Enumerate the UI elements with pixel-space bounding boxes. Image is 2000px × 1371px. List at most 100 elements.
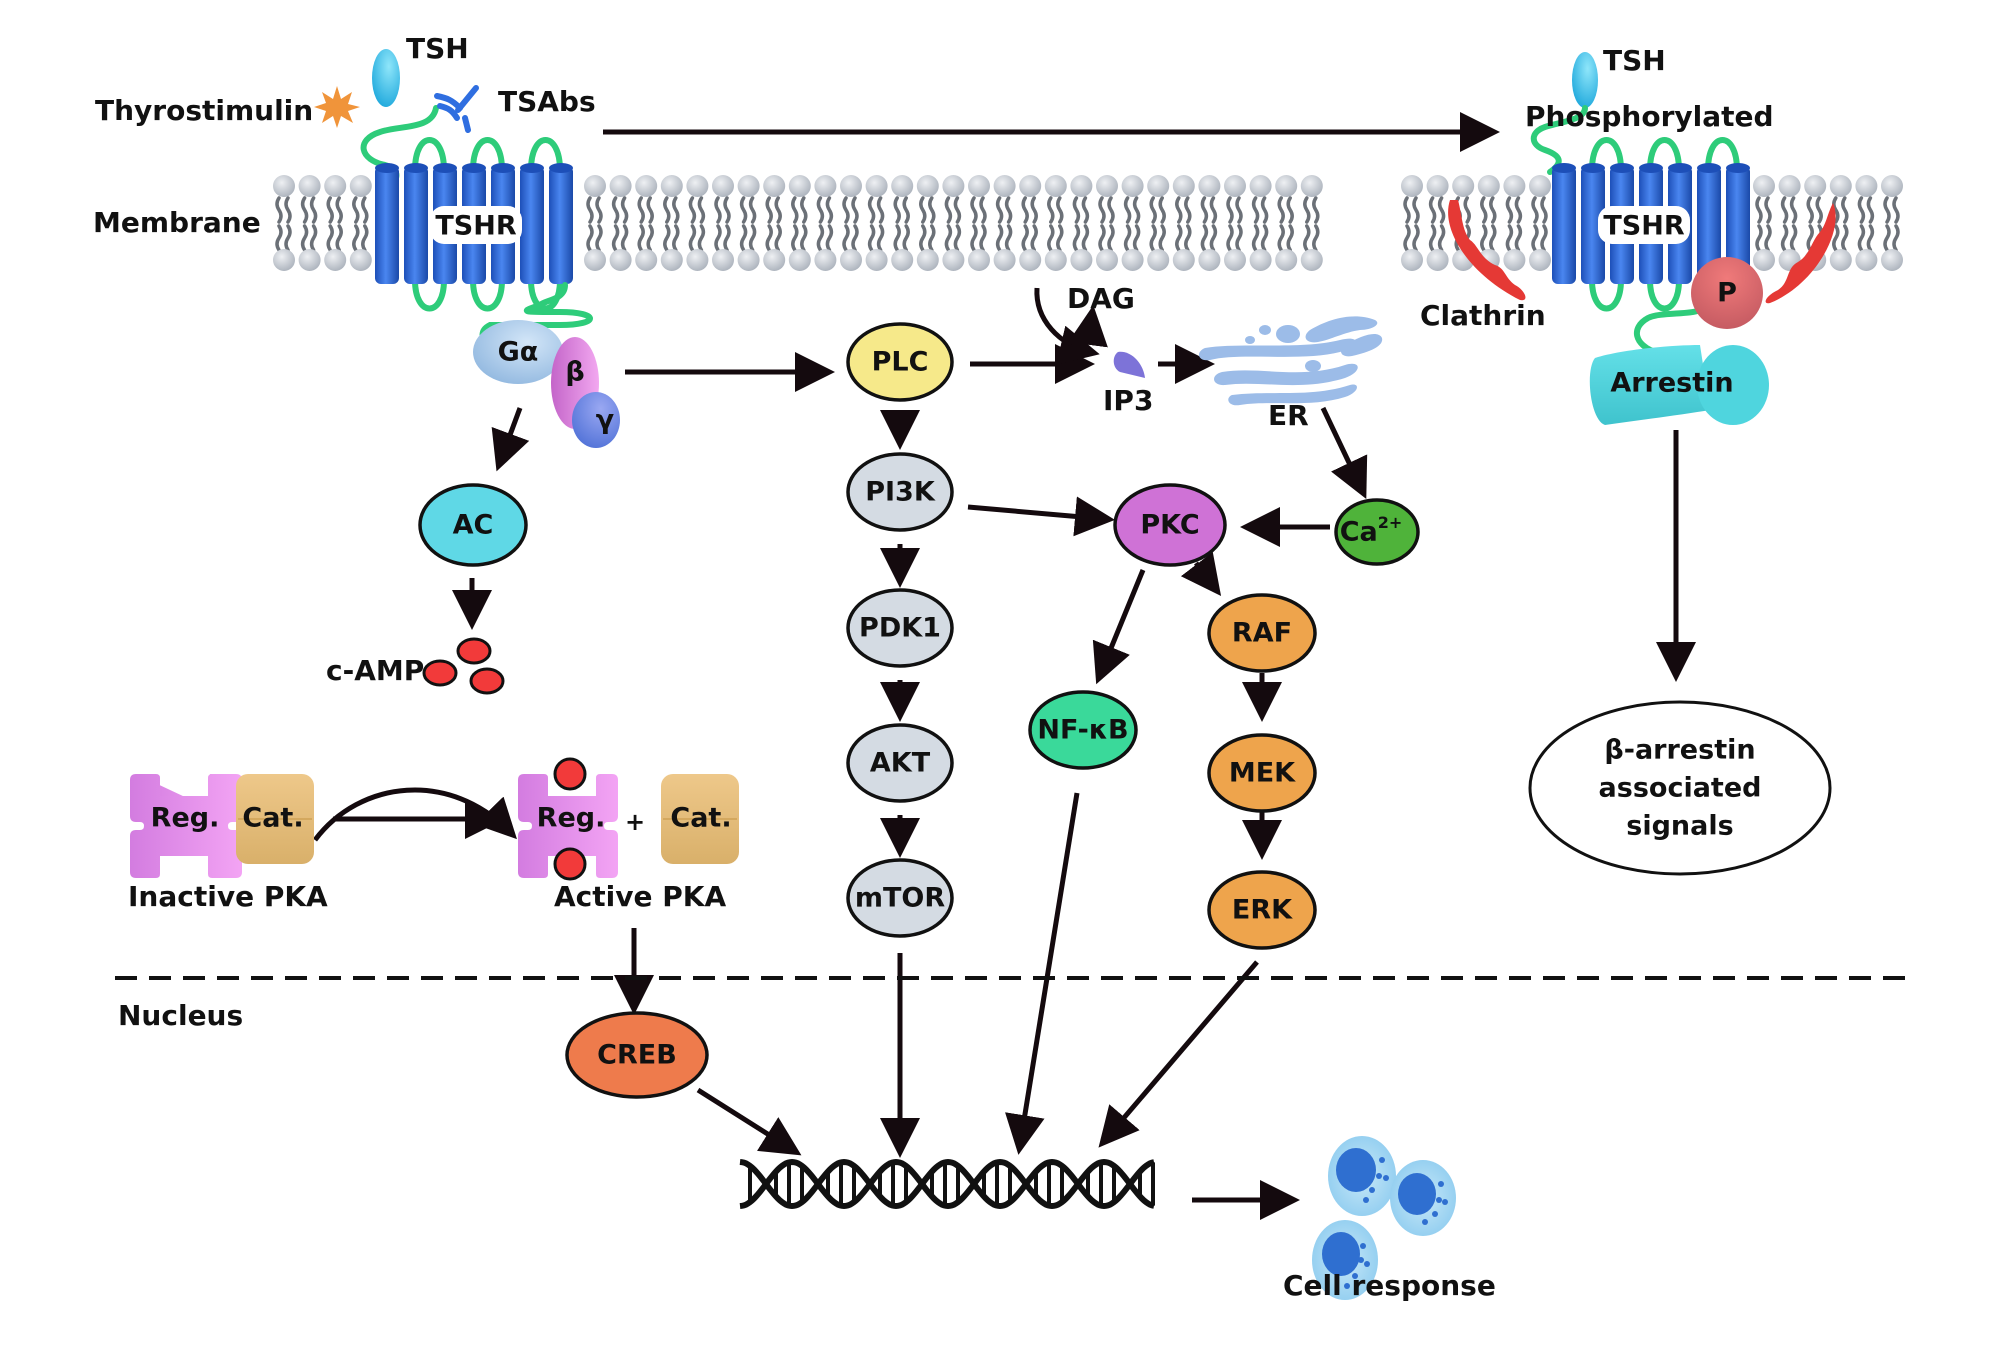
lipid-molecule — [993, 175, 1016, 271]
active-pka-label: Active PKA — [554, 880, 726, 913]
beta-arrestin-signals-node — [1528, 700, 1832, 876]
lipid-molecule — [349, 175, 372, 271]
arrow-er-to-ca — [1320, 406, 1368, 500]
lipid-molecule — [1147, 175, 1170, 271]
akt-label: AKT — [870, 748, 931, 779]
node-mtor: mTOR — [846, 858, 954, 938]
lipid-molecule — [1198, 175, 1221, 271]
camp-molecules-icon — [422, 637, 505, 695]
er-label: ER — [1268, 399, 1309, 432]
lipid-molecule — [1249, 175, 1272, 271]
cell-response-label: Cell response — [1283, 1269, 1496, 1302]
regulatory-subunit-icon — [518, 774, 618, 878]
creb-ellipse — [565, 1011, 709, 1099]
beta-arrestin-label-line1: β-arrestin — [1604, 735, 1755, 766]
lipid-molecule — [1426, 175, 1449, 271]
g-beta-label: β — [565, 357, 584, 388]
tsabs-antibody-icon — [434, 85, 479, 133]
lipid-molecule — [1275, 175, 1298, 271]
helix-cylinder — [1726, 163, 1750, 284]
tshr-label-right: TSHR — [1603, 211, 1684, 242]
tshr-label-left: TSHR — [435, 211, 516, 242]
receptor-c-terminal-loop — [1634, 307, 1703, 355]
cat-label-active: Cat. — [670, 803, 731, 834]
cell-response-cells-icon — [1312, 1136, 1456, 1300]
lipid-molecule — [1855, 175, 1878, 271]
inactive-pka-label: Inactive PKA — [128, 880, 328, 913]
tshr-receptor-right: TSH Phosphorylated TSHR Clathrin P Arres… — [1420, 44, 1836, 425]
tsh-hormone-icon — [1572, 52, 1598, 108]
pi3k-label: PI3K — [865, 477, 936, 508]
helix-cylinder — [1552, 163, 1576, 284]
lipid-molecule — [1503, 175, 1526, 271]
camp-bound-icon — [553, 757, 587, 791]
lipid-molecule — [1019, 175, 1042, 271]
lipid-molecule — [1121, 175, 1144, 271]
reg-label-inactive: Reg. — [151, 803, 220, 834]
lipid-molecule — [1300, 175, 1323, 271]
tsh-label-right: TSH — [1603, 44, 1666, 77]
arrow-pkc-to-nfkb — [1092, 569, 1146, 685]
node-erk: ERK — [1207, 870, 1317, 950]
lipid-molecule — [324, 175, 347, 271]
ca-superscript: 2+ — [1378, 513, 1403, 532]
pi3k-ellipse — [846, 452, 954, 532]
node-nfkb: NF-κB — [1028, 690, 1138, 770]
tsabs-label: TSAbs — [498, 85, 596, 118]
transmembrane-helices — [375, 137, 573, 312]
arrow-pip2-to-ip3 — [1034, 287, 1100, 365]
tsh-label-left: TSH — [406, 32, 469, 65]
membrane-lipid-bilayer — [273, 175, 1903, 271]
erk-ellipse — [1207, 870, 1317, 950]
g-alpha-label: Gα — [498, 337, 539, 368]
lipid-molecule — [1070, 175, 1093, 271]
lipid-molecule — [1172, 175, 1195, 271]
g-gamma-label: γ — [596, 405, 614, 436]
helix-cylinder — [520, 163, 544, 284]
dag-label: DAG — [1067, 282, 1135, 315]
arrow-camp-binding — [313, 787, 517, 842]
raf-ellipse — [1207, 593, 1317, 673]
node-mek: MEK — [1207, 733, 1317, 813]
mek-label: MEK — [1229, 758, 1296, 789]
plus-sign: + — [625, 808, 645, 836]
pkc-label: PKC — [1140, 510, 1199, 541]
camp-bound-icon — [553, 847, 587, 881]
mek-ellipse — [1207, 733, 1317, 813]
akt-ellipse — [846, 723, 954, 803]
helix-cylinder — [549, 163, 573, 284]
lipid-molecule — [584, 175, 606, 271]
phosphate-label: P — [1717, 278, 1737, 309]
lipid-molecule — [1224, 175, 1246, 271]
raf-label: RAF — [1232, 618, 1292, 649]
tshr-label-bg — [1598, 206, 1690, 244]
camp-label: c-AMP — [326, 654, 424, 687]
dna-helix-icon — [739, 1158, 1155, 1210]
ca-ellipse — [1334, 498, 1420, 566]
node-pdk1: PDK1 — [846, 588, 954, 668]
erk-label: ERK — [1232, 895, 1293, 926]
plc-label: PLC — [872, 347, 929, 378]
phosphorylated-label: Phosphorylated — [1525, 100, 1774, 133]
receptor-n-terminal-loop — [1530, 105, 1588, 175]
thyrostimulin-label: Thyrostimulin — [95, 94, 313, 127]
mtor-label: mTOR — [855, 883, 946, 914]
node-pkc: PKC — [1113, 483, 1227, 567]
tshr-label-bg — [430, 206, 522, 244]
node-creb: CREB — [565, 1011, 709, 1099]
dna-strand — [739, 1158, 1155, 1210]
clathrin-left-icon — [1448, 200, 1526, 301]
helix-cylinder — [375, 163, 399, 284]
lipid-molecule — [1401, 175, 1423, 271]
active-pka-complex — [518, 757, 739, 881]
lipid-molecule — [660, 175, 683, 271]
arrow-erk-to-dna — [1098, 960, 1259, 1148]
tsh-hormone-icon — [372, 49, 400, 107]
pdk1-label: PDK1 — [859, 613, 941, 644]
nfkb-ellipse — [1028, 690, 1138, 770]
helix-cylinder — [404, 163, 428, 284]
ip3-molecule-icon — [1113, 351, 1145, 378]
node-ac: AC — [418, 483, 528, 567]
lipid-molecule — [840, 175, 862, 271]
lipid-molecule — [712, 175, 734, 271]
